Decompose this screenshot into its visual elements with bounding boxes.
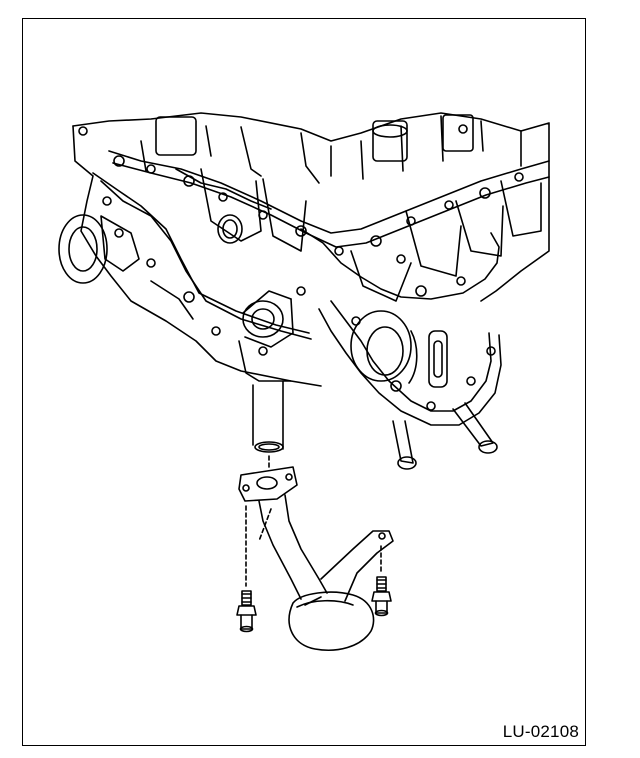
strainer-bolt-left <box>237 591 256 632</box>
oil-strainer-assembly <box>239 381 393 650</box>
o-ring <box>255 442 283 452</box>
strainer-bracket <box>321 531 393 601</box>
strainer-bolt-right <box>372 577 391 616</box>
figure-frame: LU-02108 <box>22 18 586 746</box>
cylinder-block <box>59 113 549 469</box>
strainer-flange <box>239 467 297 501</box>
strainer-screen <box>289 592 373 650</box>
figure-code: LU-02108 <box>502 722 579 741</box>
engine-oil-strainer-diagram <box>23 19 587 747</box>
